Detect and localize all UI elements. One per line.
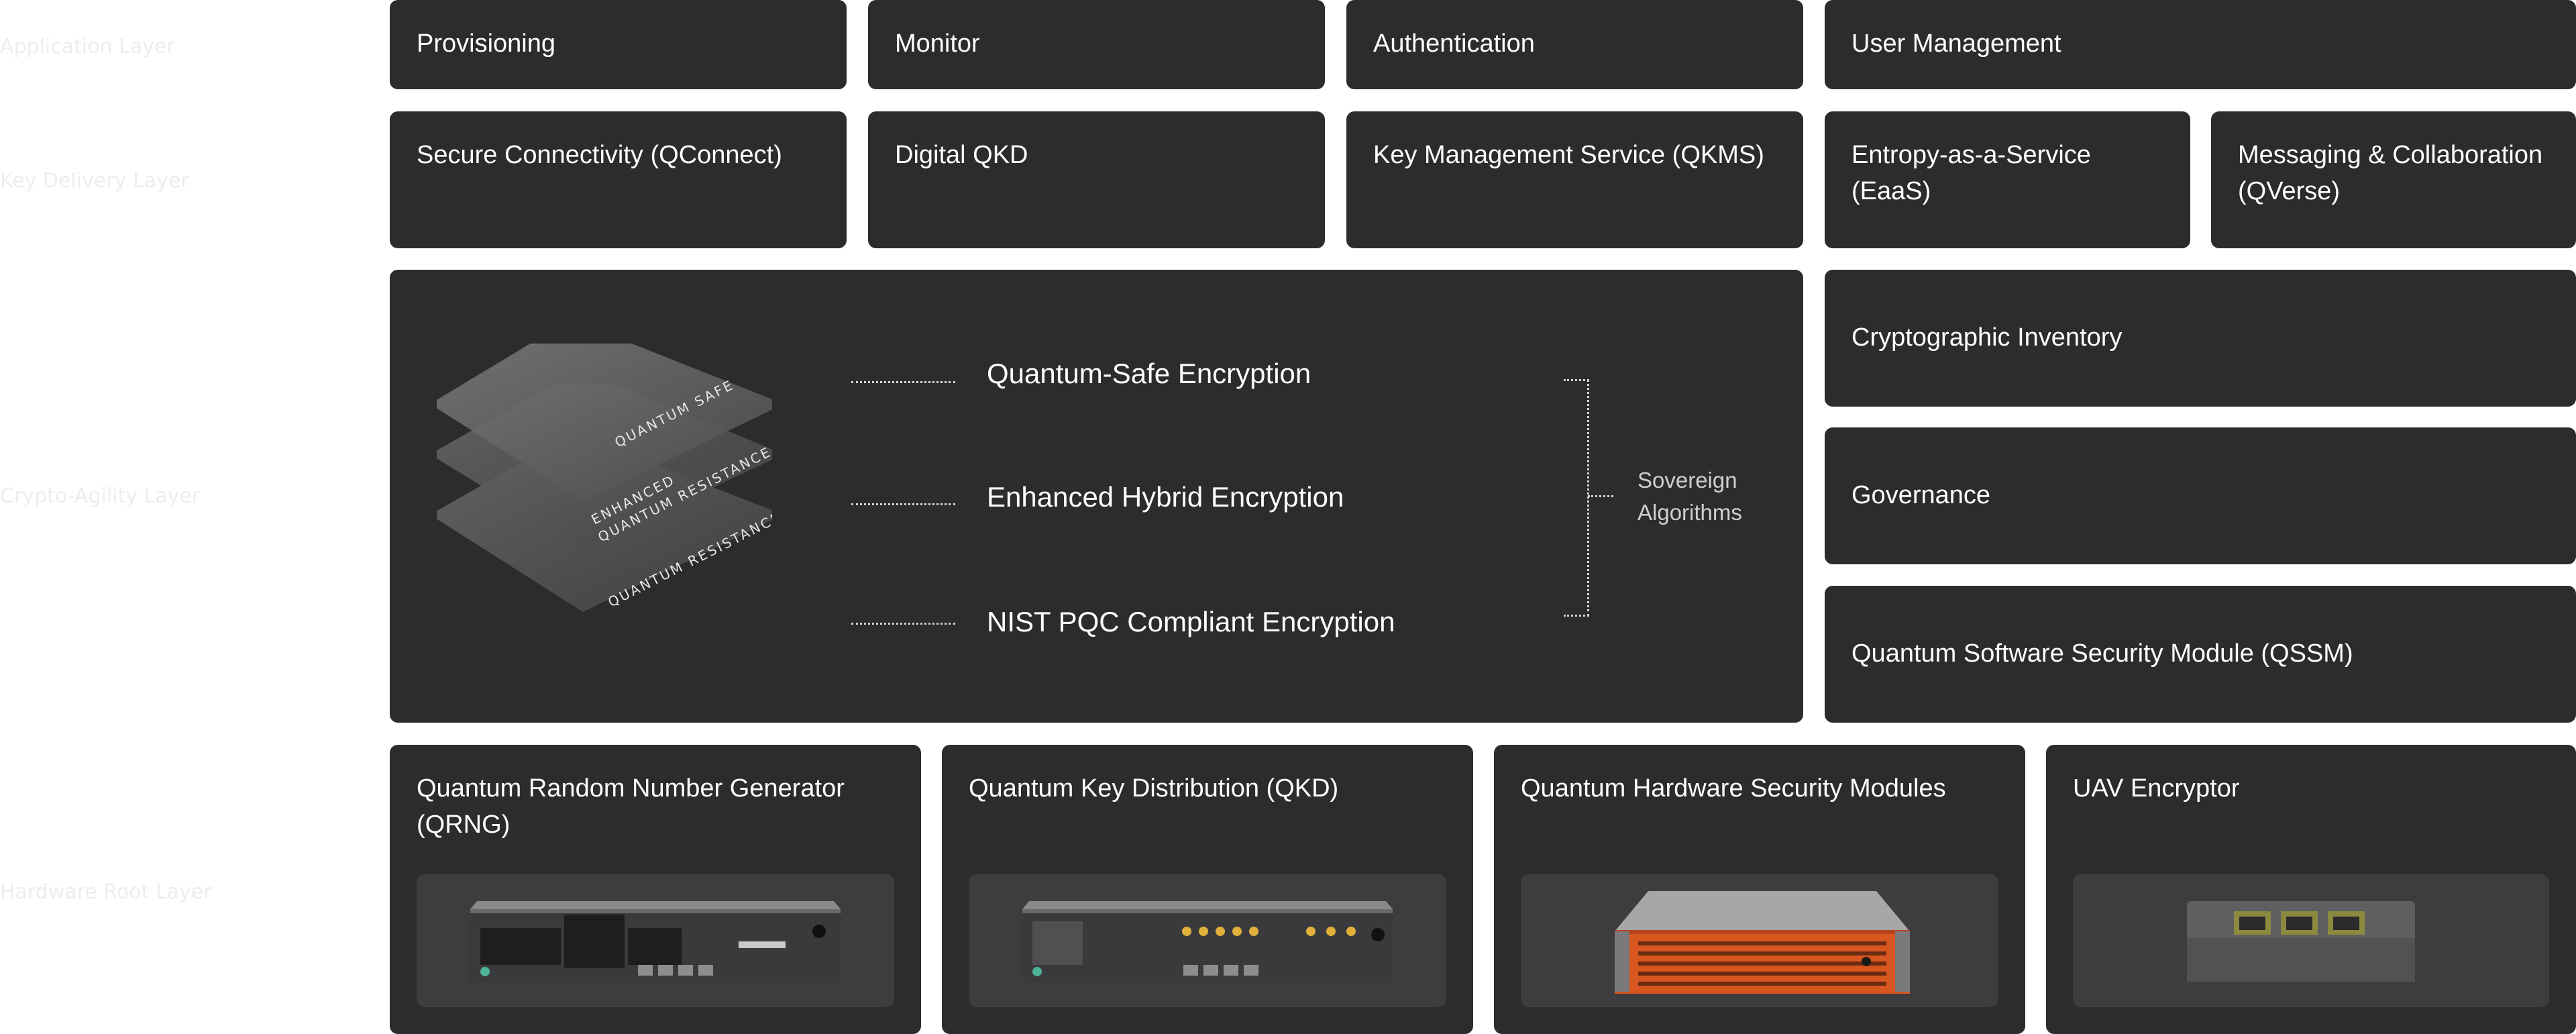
card-title: Quantum Hardware Security Modules xyxy=(1521,774,1946,803)
sovereign-algorithms-label: Sovereign Algorithms xyxy=(1638,468,1742,525)
card-title: Quantum Software Security Module (QSSM) xyxy=(1851,639,2353,668)
card-title: Authentication xyxy=(1373,30,1535,58)
layer-label-hardware-root: Hardware Root Layer xyxy=(0,880,212,904)
card-title: UAV Encryptor xyxy=(2073,774,2240,803)
hsm-appliance-image xyxy=(1615,891,1910,994)
card-key-management-service[interactable]: Key Management Service (QKMS) xyxy=(1346,111,1803,248)
sovereign-bracket-stub xyxy=(1588,495,1613,497)
card-authentication[interactable]: Authentication xyxy=(1346,0,1803,89)
connector-line xyxy=(851,623,955,625)
card-entropy-as-a-service[interactable]: Entropy-as-a-Service (EaaS) xyxy=(1825,111,2190,248)
card-title: Digital QKD xyxy=(895,141,1028,169)
card-title: Governance xyxy=(1851,481,1991,509)
tier-nist-pqc-encryption: NIST PQC Compliant Encryption xyxy=(987,606,1395,637)
device-image-panel xyxy=(1521,874,1998,1007)
card-title: Monitor xyxy=(895,30,980,58)
card-cryptographic-inventory[interactable]: Cryptographic Inventory xyxy=(1825,270,2576,407)
card-qrng[interactable]: Quantum Random Number Generator (QRNG) xyxy=(390,745,921,1034)
tier-quantum-safe-encryption: Quantum-Safe Encryption xyxy=(987,358,1311,389)
layer-label-crypto-agility: Crypto-Agility Layer xyxy=(0,484,201,508)
card-title: Key Management Service (QKMS) xyxy=(1373,141,1764,169)
card-digital-qkd[interactable]: Digital QKD xyxy=(868,111,1325,248)
card-title: Cryptographic Inventory xyxy=(1851,323,2123,352)
connector-line xyxy=(851,503,955,505)
card-uav-encryptor[interactable]: UAV Encryptor xyxy=(2046,745,2576,1034)
sovereign-bracket xyxy=(1564,379,1589,617)
card-title: Quantum Key Distribution (QKD) xyxy=(969,774,1339,803)
card-qkd[interactable]: Quantum Key Distribution (QKD) xyxy=(942,745,1473,1034)
plate-top xyxy=(437,344,772,501)
card-qssm[interactable]: Quantum Software Security Module (QSSM) xyxy=(1825,586,2576,723)
card-messaging-collaboration[interactable]: Messaging & Collaboration (QVerse) xyxy=(2211,111,2576,248)
card-governance[interactable]: Governance xyxy=(1825,427,2576,564)
encryption-panel: QUANTUM SAFE ENHANCED QUANTUM RESISTANCE… xyxy=(390,270,1803,723)
device-image-panel xyxy=(969,874,1446,1007)
card-title: User Management xyxy=(1851,30,2061,58)
layer-label-key-delivery: Key Delivery Layer xyxy=(0,169,189,193)
tier-enhanced-hybrid-encryption: Enhanced Hybrid Encryption xyxy=(987,481,1344,513)
card-provisioning[interactable]: Provisioning xyxy=(390,0,847,89)
device-image-panel xyxy=(417,874,894,1007)
layer-label-application: Application Layer xyxy=(0,35,175,58)
device-image-panel xyxy=(2073,874,2549,1007)
rack-server-qkd-image xyxy=(1022,901,1393,983)
connector-line xyxy=(851,381,955,383)
card-monitor[interactable]: Monitor xyxy=(868,0,1325,89)
card-title: Provisioning xyxy=(417,30,555,58)
card-title: Entropy-as-a-Service (EaaS) xyxy=(1851,141,2091,205)
layered-plates-graphic: QUANTUM SAFE ENHANCED QUANTUM RESISTANCE… xyxy=(437,344,772,612)
uav-encryptor-image xyxy=(2187,901,2415,982)
card-user-management[interactable]: User Management xyxy=(1825,0,2576,89)
rack-server-qrng-image xyxy=(470,901,841,983)
card-title: Quantum Random Number Generator (QRNG) xyxy=(417,774,845,839)
card-secure-connectivity[interactable]: Secure Connectivity (QConnect) xyxy=(390,111,847,248)
card-title: Messaging & Collaboration (QVerse) xyxy=(2238,141,2543,205)
card-quantum-hsm[interactable]: Quantum Hardware Security Modules xyxy=(1494,745,2025,1034)
card-title: Secure Connectivity (QConnect) xyxy=(417,141,782,169)
